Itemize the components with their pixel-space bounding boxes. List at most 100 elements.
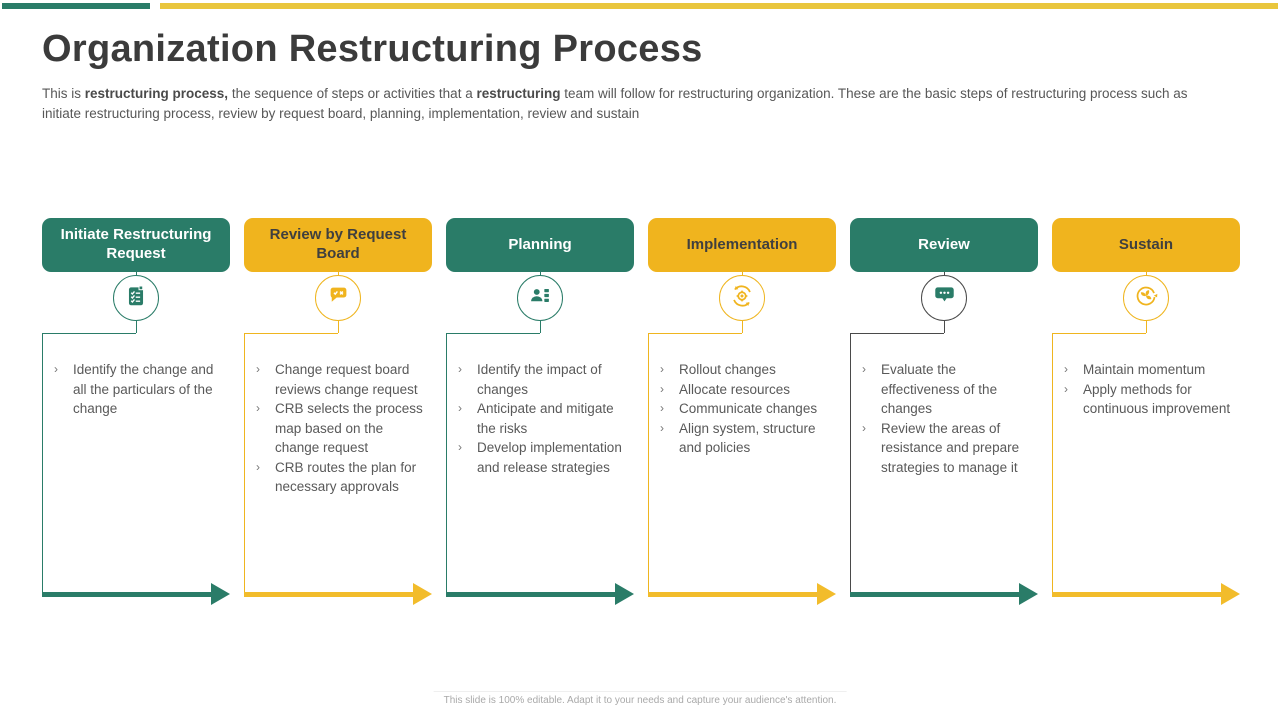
- subtitle-bold: restructuring: [476, 86, 561, 101]
- footer-note: This slide is 100% editable. Adapt it to…: [433, 691, 847, 706]
- flow-arrow: [446, 583, 634, 605]
- connector-stem: [1145, 272, 1147, 275]
- connector-elbow: [42, 333, 136, 334]
- bullet-item: › Allocate resources: [660, 380, 834, 400]
- process-column-planning: Planning ›Identify the impact of chang: [446, 218, 634, 620]
- bullet-text: Anticipate and mitigate the risks: [477, 401, 614, 436]
- bullet-marker: ›: [256, 459, 260, 474]
- arrowhead-icon: [817, 583, 836, 605]
- bullet-text: Review the areas of resistance and prepa…: [881, 420, 1020, 475]
- connector-elbow: [446, 333, 540, 334]
- subtitle-text: team will follow for restructuring organ…: [42, 86, 1188, 121]
- checklist-icon: [123, 283, 149, 314]
- planning-person-icon: [527, 283, 553, 314]
- bullet-text: Identify the impact of changes: [477, 362, 602, 397]
- subtitle-bold: restructuring process,: [84, 86, 229, 101]
- connector-stem: [741, 272, 743, 275]
- column-icon-circle: [113, 275, 159, 321]
- bullet-item: ›Develop implementation and release stra…: [458, 438, 632, 477]
- bullet-text: Allocate resources: [679, 381, 791, 397]
- bullet-item: ›Evaluate the effectiveness of the chang…: [862, 360, 1036, 419]
- bullet-list: › Rollout changes › Allocate resources › Co…: [648, 360, 836, 458]
- bullet-marker: ›: [458, 440, 462, 454]
- flow-arrow: [42, 583, 230, 605]
- bullet-marker: ›: [862, 420, 866, 435]
- bullet-text: Change request board reviews change requ…: [275, 362, 418, 397]
- top-accent-yellow: [160, 3, 1278, 9]
- arrowhead-icon: [615, 583, 634, 605]
- connector-stem: [337, 321, 339, 333]
- bullet-list: › Change request board reviews change req…: [244, 360, 432, 497]
- bullet-item: ›Identify the change and all the particu…: [54, 360, 228, 419]
- column-header: Review by Request Board: [244, 218, 432, 272]
- bullet-marker: ›: [256, 362, 260, 376]
- bullet-list: ›Identify the impact of changes ›Anticip…: [446, 360, 634, 477]
- connector-stem: [337, 272, 339, 275]
- connector-elbow: [850, 333, 944, 334]
- column-header: Review: [850, 218, 1038, 272]
- connector-stem: [1145, 321, 1147, 333]
- column-header: Implementation: [648, 218, 836, 272]
- bullet-item: › Apply methods for continuous improvemen…: [1064, 380, 1238, 419]
- column-icon-circle: [315, 275, 361, 321]
- approval-chat-icon: [325, 282, 352, 314]
- bullet-marker: ›: [660, 362, 664, 376]
- arrowhead-icon: [1019, 583, 1038, 605]
- flow-arrow: [244, 583, 432, 605]
- bullet-text: CRB selects the process map based on the…: [275, 401, 423, 455]
- process-column-initiate: Initiate Restructuring Request: [42, 218, 230, 620]
- bullet-item: › Anticipate and mitigate the risks: [458, 399, 632, 438]
- bullet-marker: ›: [1064, 362, 1068, 376]
- column-icon-circle: [719, 275, 765, 321]
- process-columns: Initiate Restructuring Request: [42, 218, 1240, 620]
- flow-arrow: [1052, 583, 1240, 605]
- bullet-text: Rollout changes: [679, 362, 776, 377]
- connector-stem: [135, 272, 137, 275]
- slide-subtitle: This is restructuring process, the seque…: [42, 84, 1222, 123]
- top-accent-green: [2, 3, 150, 9]
- subtitle-text: This is: [42, 86, 85, 101]
- steering-wheel-icon: [1132, 282, 1160, 315]
- process-column-sustain: Sustain ›Maintain momentum ›Ap: [1052, 218, 1240, 620]
- bullet-item: › Maintain momentum: [1064, 360, 1238, 380]
- arrowhead-icon: [1221, 583, 1240, 605]
- column-header: Initiate Restructuring Request: [42, 218, 230, 272]
- flow-arrow: [648, 583, 836, 605]
- bullet-marker: ›: [660, 381, 664, 396]
- bullet-item: ›Identify the impact of changes: [458, 360, 632, 399]
- arrowhead-icon: [211, 583, 230, 605]
- page-title: Organization Restructuring Process: [42, 28, 703, 70]
- bullet-marker: ›: [660, 401, 664, 415]
- bullet-item: ›CRB routes the plan for necessary appro…: [256, 458, 430, 497]
- connector-stem: [135, 321, 137, 333]
- feedback-chat-icon: [931, 282, 958, 314]
- column-icon-circle: [921, 275, 967, 321]
- subtitle-text: the sequence of steps or activities that…: [228, 86, 477, 101]
- connector-stem: [539, 272, 541, 275]
- connector-line: [648, 333, 649, 594]
- bullet-text: Communicate changes: [679, 401, 818, 416]
- bullet-list: › Evaluate the effectiveness of the chang…: [850, 360, 1038, 477]
- column-header: Planning: [446, 218, 634, 272]
- bullet-text: Apply methods for continuous improvement: [1083, 381, 1231, 417]
- connector-elbow: [1052, 333, 1146, 334]
- bullet-text: Maintain momentum: [1083, 362, 1206, 377]
- bullet-text: Evaluate the effectiveness of the change…: [881, 362, 998, 416]
- process-column-review-board: Review by Request Board › Change request …: [244, 218, 432, 620]
- bullet-list: ›Identify the change and all the particu…: [42, 360, 230, 419]
- bullet-marker: ›: [458, 401, 462, 415]
- bullet-item: › Rollout changes: [660, 360, 834, 380]
- connector-elbow: [648, 333, 742, 334]
- connector-line: [446, 333, 447, 594]
- connector-stem: [539, 321, 541, 333]
- connector-elbow: [244, 333, 338, 334]
- bullet-item: ›Align system, structure and policies: [660, 419, 834, 458]
- bullet-item: ›CRB selects the process map based on th…: [256, 399, 430, 458]
- bullet-marker: ›: [660, 420, 664, 435]
- bullet-marker: ›: [1064, 381, 1068, 396]
- column-icon-circle: [517, 275, 563, 321]
- bullet-item: › Communicate changes: [660, 399, 834, 419]
- column-header: Sustain: [1052, 218, 1240, 272]
- connector-line: [1052, 333, 1053, 594]
